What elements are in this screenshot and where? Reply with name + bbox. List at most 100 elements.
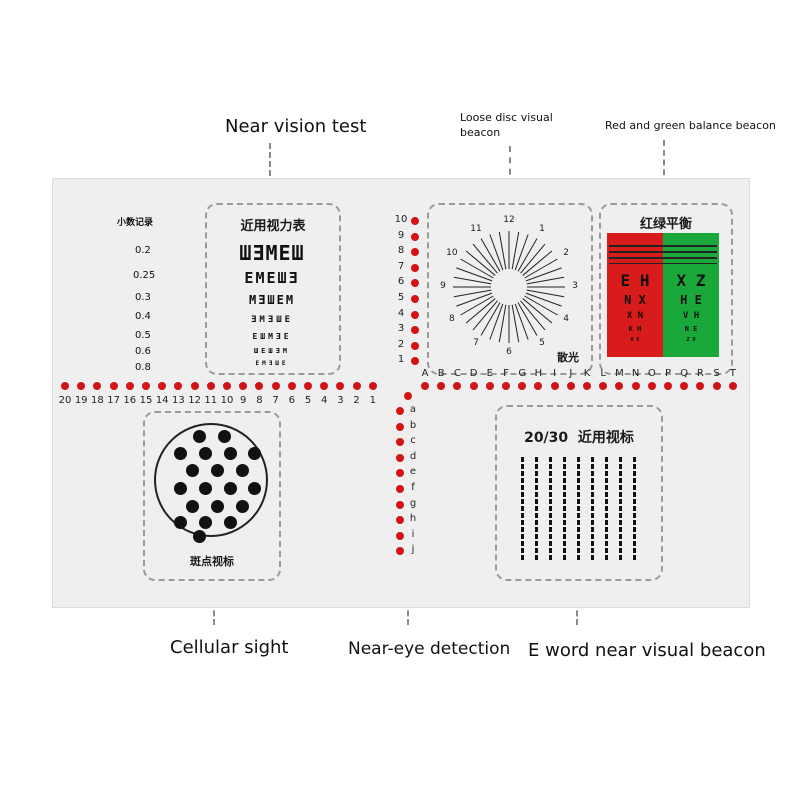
ruler-dot bbox=[304, 382, 312, 390]
ruler-dot bbox=[518, 382, 527, 390]
ruler-label: D bbox=[469, 368, 478, 379]
e-mark bbox=[619, 499, 622, 504]
ruler-dot bbox=[728, 382, 737, 390]
e-mark bbox=[521, 513, 524, 518]
ruler-dot bbox=[61, 382, 69, 390]
e-mark bbox=[605, 548, 608, 553]
e-mark bbox=[521, 548, 524, 553]
e-mark bbox=[619, 492, 622, 497]
e-mark bbox=[605, 520, 608, 525]
ruler-dot bbox=[647, 382, 656, 390]
ruler-dot bbox=[680, 382, 689, 390]
dial-line bbox=[489, 303, 504, 340]
e-mark bbox=[549, 457, 552, 462]
e-mark bbox=[549, 534, 552, 539]
rg-left-text: E H bbox=[620, 271, 650, 290]
ruler-dot bbox=[320, 382, 329, 390]
e-mark bbox=[605, 555, 608, 560]
ruler-label: 7 bbox=[397, 260, 405, 272]
cellular-dot bbox=[199, 516, 212, 529]
callout-near-eye-detection: Near-eye detection bbox=[348, 639, 511, 659]
cellular-dot bbox=[224, 482, 237, 495]
e-mark bbox=[521, 464, 524, 469]
rg-left-text: H E bbox=[630, 337, 640, 343]
cellular-dot bbox=[248, 447, 261, 460]
e-mark bbox=[549, 506, 552, 511]
ruler-label: 1 bbox=[397, 354, 405, 366]
e-mark bbox=[619, 555, 622, 560]
ruler-dot bbox=[396, 531, 404, 540]
dial-line bbox=[517, 302, 538, 336]
ruler-dot bbox=[411, 310, 419, 319]
e-mark bbox=[605, 478, 608, 483]
ruler-label: 7 bbox=[272, 395, 279, 406]
rg-line bbox=[609, 251, 717, 253]
e-row: EШMƎE bbox=[252, 332, 292, 341]
e-mark bbox=[605, 513, 608, 518]
dial-line bbox=[480, 302, 501, 336]
e-mark bbox=[577, 499, 580, 504]
ruler-label: 3 bbox=[337, 395, 344, 406]
callout-near-vision-test: Near vision test bbox=[225, 116, 367, 137]
cellular-dot bbox=[211, 464, 224, 477]
near-vision-chart: 近用视力表 ШƎMEШ EMEШƎ MƎШEM ƎMƎШE EШMƎE ШEШƎ… bbox=[205, 203, 341, 375]
e-mark bbox=[521, 534, 524, 539]
cellular-dot bbox=[236, 464, 249, 477]
arrow-near-eye bbox=[407, 593, 409, 625]
cellular-dot bbox=[193, 430, 206, 443]
cellular-dot bbox=[224, 447, 237, 460]
e-mark bbox=[535, 534, 538, 539]
ruler-dot bbox=[109, 382, 118, 390]
e-mark bbox=[521, 457, 524, 462]
e-mark bbox=[577, 555, 580, 560]
ruler-dot bbox=[223, 382, 231, 390]
e-mark bbox=[577, 471, 580, 476]
dial-line bbox=[472, 300, 498, 331]
e-mark bbox=[619, 457, 622, 462]
dial-number: 2 bbox=[563, 248, 570, 258]
dial-line bbox=[526, 276, 565, 285]
ruler-label: 8 bbox=[256, 395, 263, 406]
ruler-label: 9 bbox=[397, 229, 405, 241]
rg-line bbox=[609, 263, 717, 264]
dial-line bbox=[472, 243, 498, 274]
dial-line bbox=[453, 276, 492, 285]
ruler-dot bbox=[239, 382, 248, 390]
dial-line bbox=[465, 250, 496, 276]
e-row: ƎMƎШE bbox=[250, 315, 294, 325]
e-mark bbox=[535, 506, 538, 511]
ruler-dot bbox=[396, 422, 404, 431]
cellular-dot bbox=[211, 500, 224, 513]
dial-line bbox=[522, 250, 553, 276]
e-mark bbox=[535, 492, 538, 497]
ruler-dot bbox=[396, 516, 404, 525]
rg-right-text: N E bbox=[684, 325, 698, 333]
e-mark bbox=[619, 534, 622, 539]
e-column bbox=[591, 457, 594, 562]
dial-line bbox=[511, 231, 520, 270]
red-green-title: 红绿平衡 bbox=[639, 217, 692, 232]
ruler-label: I bbox=[553, 368, 557, 379]
ruler-label: C bbox=[453, 368, 461, 379]
e-mark bbox=[549, 548, 552, 553]
e-mark bbox=[521, 485, 524, 490]
e-mark bbox=[605, 527, 608, 532]
e-mark bbox=[535, 513, 538, 518]
e-mark bbox=[605, 506, 608, 511]
ruler-dot bbox=[453, 382, 462, 390]
arrow-red-green bbox=[663, 140, 665, 185]
e-mark bbox=[577, 527, 580, 532]
rg-left-text: K H bbox=[628, 325, 642, 333]
dial-number: 9 bbox=[440, 281, 446, 291]
e-mark bbox=[521, 520, 524, 525]
e-mark bbox=[633, 457, 636, 462]
e-column bbox=[633, 457, 636, 562]
ruler-label: a bbox=[409, 404, 417, 415]
ruler-dot bbox=[271, 382, 280, 390]
ruler-dot bbox=[142, 382, 150, 390]
ruler-dot bbox=[77, 382, 86, 390]
dial-line bbox=[524, 258, 558, 279]
ruler-label: 12 bbox=[188, 395, 201, 406]
cellular-circle bbox=[154, 423, 268, 537]
ruler-dot bbox=[336, 382, 345, 390]
